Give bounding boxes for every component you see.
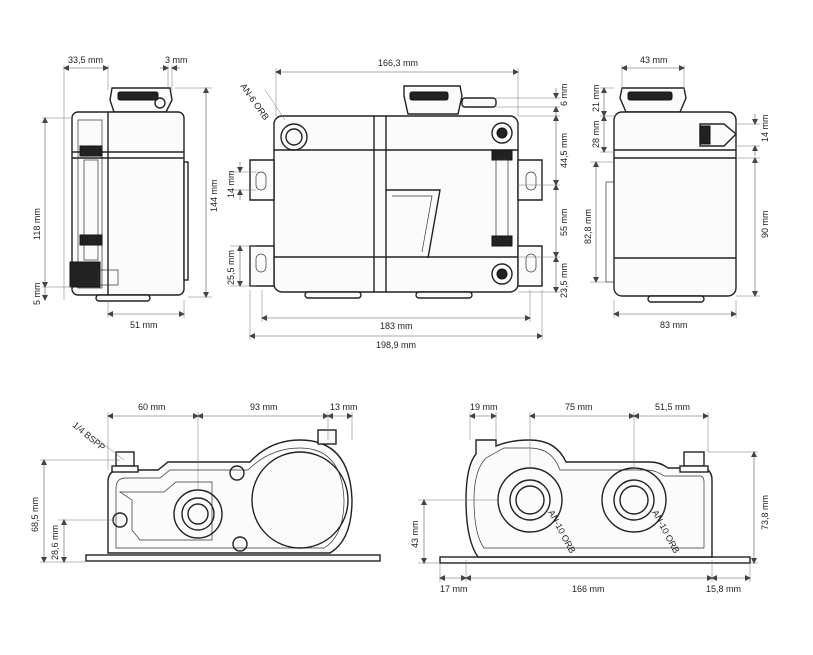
dim-183: 183 mm <box>380 321 413 331</box>
dim-73-8: 73,8 mm <box>760 495 770 530</box>
dim-33-5: 33,5 mm <box>68 55 103 65</box>
dim-55: 55 mm <box>559 208 569 236</box>
left-side-view: 33,5 mm 3 mm 118 mm 5 mm 144 mm 51 mm <box>32 55 219 330</box>
label-bspp: 1/4 BSPP <box>71 420 107 453</box>
dim-14-right: 14 mm <box>760 114 770 142</box>
dim-198-9: 198,9 mm <box>376 340 416 350</box>
dim-25-5: 25,5 mm <box>226 250 236 285</box>
dim-166-3: 166,3 mm <box>378 58 418 68</box>
dim-166: 166 mm <box>572 584 605 594</box>
dim-83: 83 mm <box>660 320 688 330</box>
dim-82-8: 82,8 mm <box>583 209 593 244</box>
dim-15-8: 15,8 mm <box>706 584 741 594</box>
label-an6-orb: AN-6 ORB <box>238 81 271 122</box>
right-side-view: 43 mm 21 mm 28 mm 82,8 mm 14 mm 90 mm 83… <box>583 55 770 330</box>
bottom-right-view: 19 mm 75 mm 51,5 mm 43 mm 73,8 mm AN-10 … <box>410 402 770 594</box>
dim-17: 17 mm <box>440 584 468 594</box>
dim-75: 75 mm <box>565 402 593 412</box>
dim-144: 144 mm <box>209 179 219 212</box>
dim-43-bottom: 43 mm <box>410 520 420 548</box>
dim-28: 28 mm <box>591 120 601 148</box>
dim-90: 90 mm <box>760 210 770 238</box>
dim-13: 13 mm <box>330 402 358 412</box>
dim-21: 21 mm <box>591 84 601 112</box>
front-view: 166,3 mm AN-6 ORB 6 mm 44,5 mm 55 mm 23,… <box>226 58 569 350</box>
dim-60: 60 mm <box>138 402 166 412</box>
bottom-left-view: 60 mm 93 mm 13 mm 1/4 BSPP 68,5 mm 28,6 … <box>30 402 381 563</box>
dim-6: 6 mm <box>559 84 569 107</box>
dim-118: 118 mm <box>32 208 42 240</box>
dim-19: 19 mm <box>470 402 498 412</box>
dim-93: 93 mm <box>250 402 278 412</box>
dim-51-5: 51,5 mm <box>655 402 690 412</box>
dim-3: 3 mm <box>165 55 188 65</box>
dim-51: 51 mm <box>130 320 158 330</box>
dim-23-5: 23,5 mm <box>559 263 569 298</box>
dim-5: 5 mm <box>32 283 42 306</box>
dim-14-front: 14 mm <box>226 170 236 198</box>
dim-28-6: 28,6 mm <box>50 525 60 560</box>
dim-44-5: 44,5 mm <box>559 133 569 168</box>
dim-68-5: 68,5 mm <box>30 497 40 532</box>
dim-43: 43 mm <box>640 55 668 65</box>
